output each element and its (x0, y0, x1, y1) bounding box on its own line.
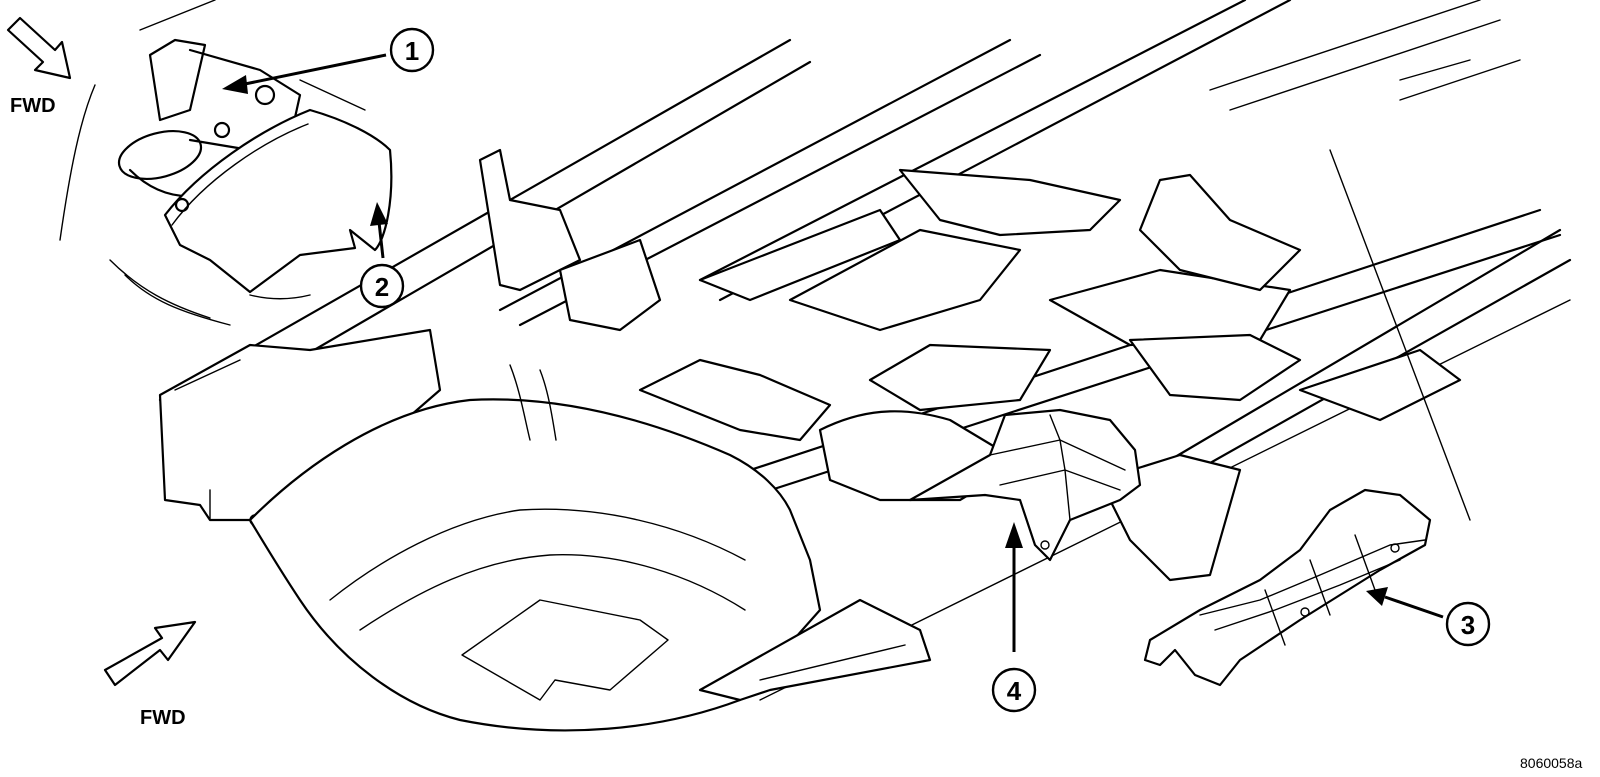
callout-2-leader (370, 202, 388, 259)
inset-fwd-arrow (6, 16, 72, 80)
callout-2-number: 2 (375, 272, 389, 302)
main-fwd-label: FWD (140, 707, 186, 729)
inset-detail (59, 0, 393, 326)
callout-2: 2 (359, 263, 405, 309)
callout-4-leader (1005, 522, 1023, 652)
callout-4-number: 4 (1007, 676, 1022, 706)
inset-fwd-label: FWD (10, 95, 56, 117)
callout-1-number: 1 (405, 36, 419, 66)
callout-1: 1 (389, 27, 435, 73)
heat-shield-rear (1143, 488, 1432, 687)
callout-3-leader (1366, 587, 1444, 619)
callout-3: 3 (1445, 601, 1491, 647)
callout-3-number: 3 (1461, 610, 1475, 640)
main-fwd-arrow (103, 620, 197, 687)
callout-1-leader (222, 53, 387, 94)
figure-id: 8060058a (1520, 755, 1583, 771)
heat-shield-center (908, 408, 1142, 562)
callout-4: 4 (991, 667, 1037, 713)
underbody-floor-pan (158, 0, 1572, 732)
